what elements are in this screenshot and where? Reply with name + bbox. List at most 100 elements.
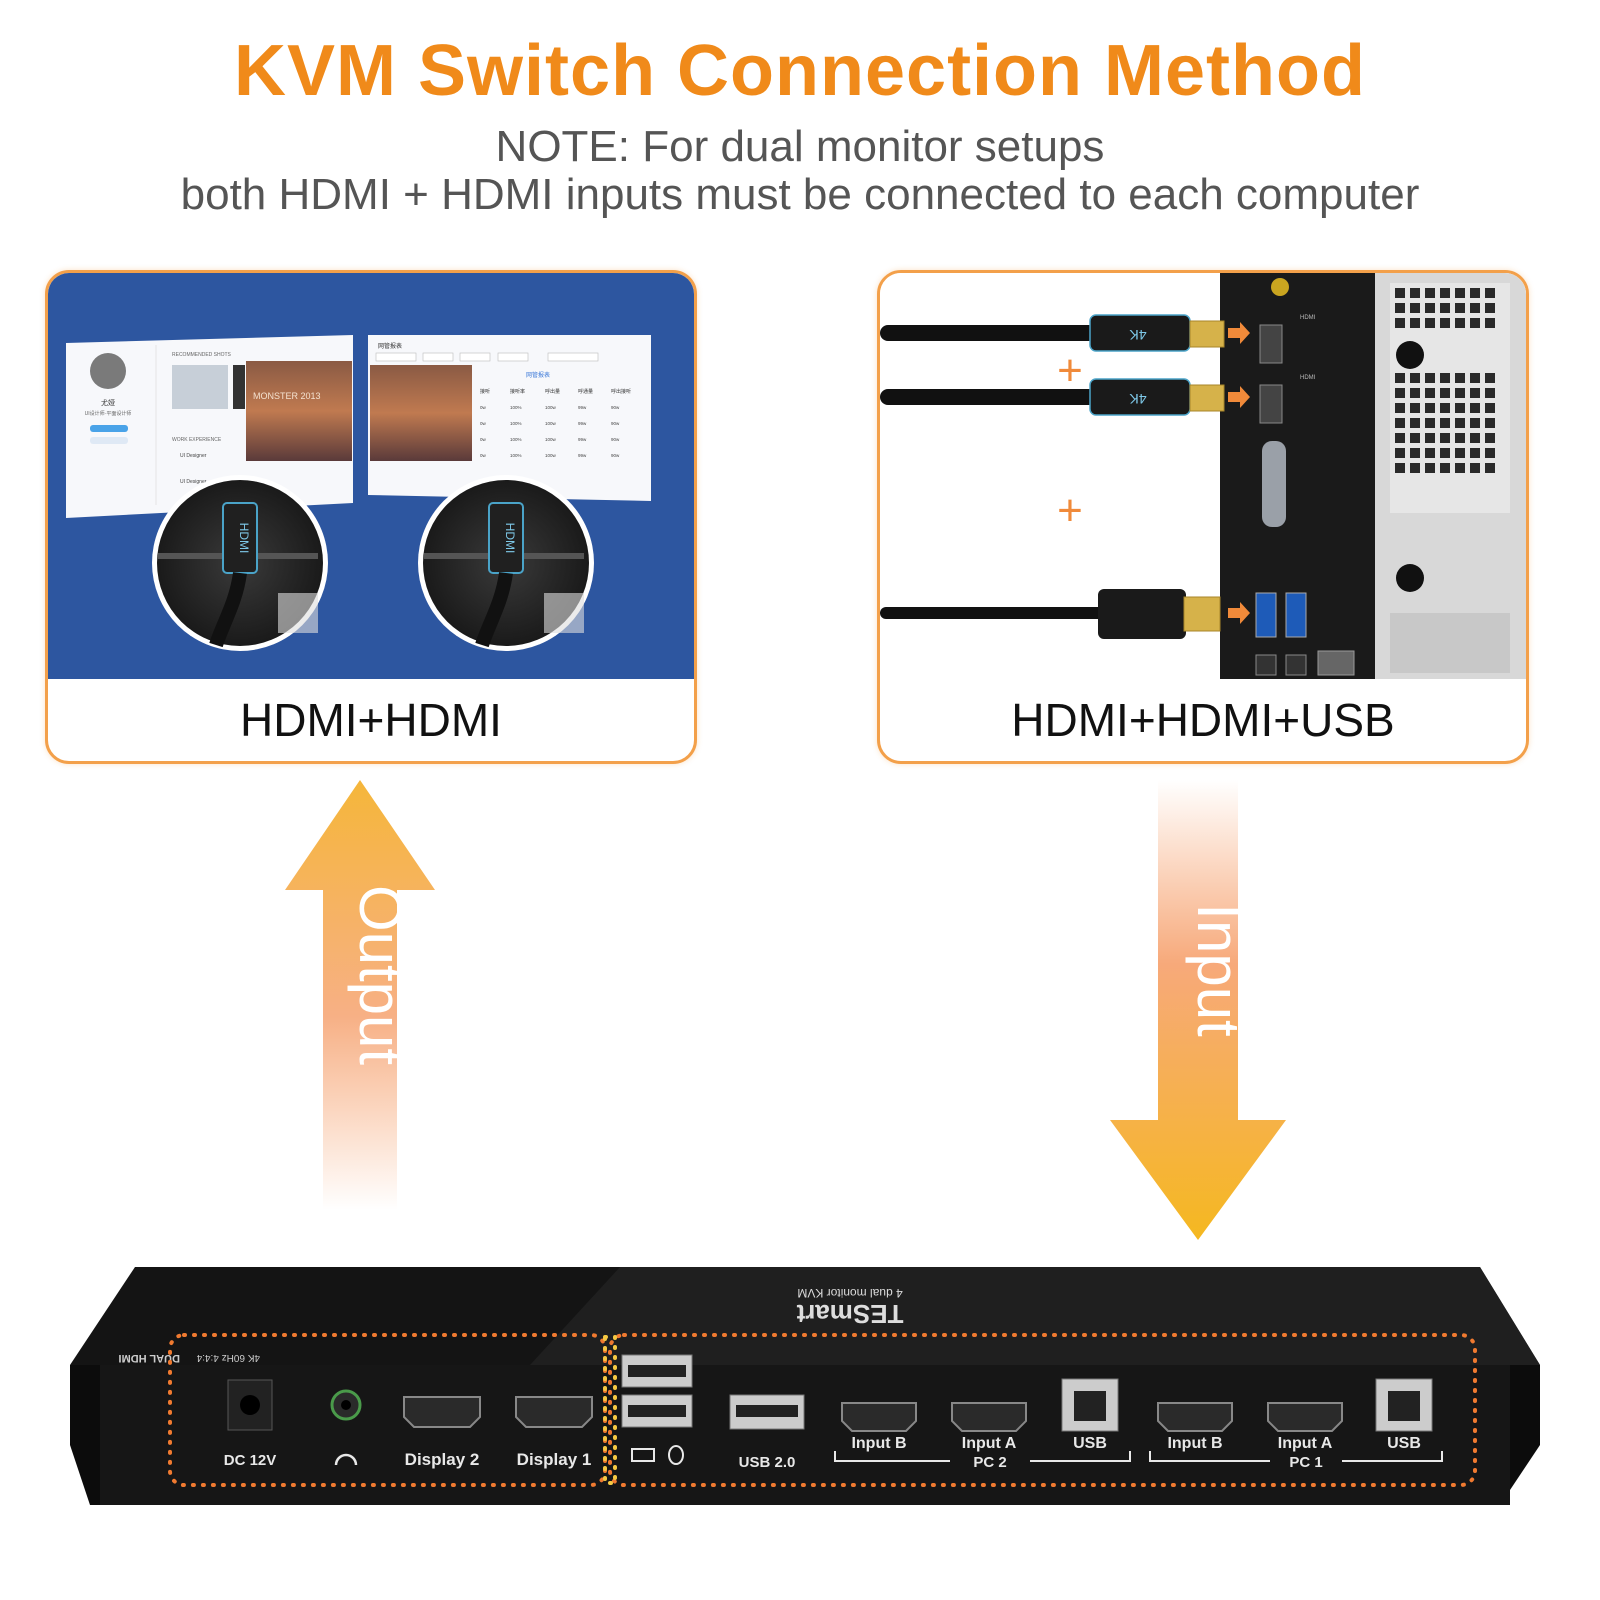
table-cell: 0w xyxy=(480,405,487,410)
table-cell: 100w xyxy=(545,453,557,458)
table-cell: 100% xyxy=(510,421,522,426)
note-line-2: both HDMI + HDMI inputs must be connecte… xyxy=(180,170,1420,219)
profile-role: UI设计师·平面设计师 xyxy=(85,410,132,417)
port-label-usb-pc1: USB xyxy=(1387,1435,1421,1452)
mouse-icon xyxy=(668,1445,684,1465)
table-cell: 99w xyxy=(578,405,587,410)
output-arrow-label: Output xyxy=(347,885,414,1065)
usb3-port-1 xyxy=(1255,592,1277,638)
pc1-group-bracket: PC 1 xyxy=(1149,1451,1443,1471)
usb3-port-2 xyxy=(1285,592,1307,638)
port-label-usb2: USB 2.0 xyxy=(739,1454,796,1471)
insert-arrow-icon xyxy=(1228,322,1250,344)
vent-holes xyxy=(1395,288,1495,473)
port-label-display-1: Display 1 xyxy=(517,1450,592,1469)
plug-label: 4K xyxy=(1129,391,1147,407)
hdmi-cable-magnifier-left: HDMI xyxy=(152,475,328,651)
section-work: WORK EXPERIENCE xyxy=(172,437,222,443)
work-item-1: UI Designer xyxy=(180,453,207,459)
serial-port xyxy=(1262,441,1286,527)
thumb-screw xyxy=(1396,564,1424,592)
col-header: 接听 xyxy=(480,388,490,395)
table-cell: 0w xyxy=(480,421,487,426)
port-label-display-2: Display 2 xyxy=(405,1450,480,1469)
input-arrow-label: Input xyxy=(1185,903,1252,1037)
insert-arrow-icon xyxy=(1228,386,1250,408)
table-cell: 90w xyxy=(611,453,620,458)
dc-power-port: DC 12V xyxy=(224,1379,277,1469)
table-cell: 100w xyxy=(545,437,557,442)
hdmi-port-2: HDMI xyxy=(1259,375,1316,424)
message-button xyxy=(90,437,128,444)
hdmi-cable-magnifier-right: HDMI xyxy=(418,475,594,651)
group-label-pc2: PC 2 xyxy=(973,1454,1006,1471)
usb-cable xyxy=(880,589,1221,639)
table-cell: 90w xyxy=(611,421,620,426)
plus-sign: + xyxy=(1057,486,1083,535)
pc2-hdmi-input-b: Input B xyxy=(841,1402,917,1452)
table-cell: 100% xyxy=(510,453,522,458)
hdmi-output-display-1: Display 1 xyxy=(515,1396,593,1469)
col-header: 呼出量 xyxy=(545,388,560,395)
table-cell: 90w xyxy=(611,437,620,442)
brand-subtitle: 4 dual monitor KVM xyxy=(797,1286,902,1300)
hdmi-output-display-2: Display 2 xyxy=(403,1396,481,1469)
avatar xyxy=(90,353,126,389)
input-ports-region xyxy=(608,1333,1477,1487)
dual-monitor-illustration: 尤娅 UI设计师·平面设计师 RECOMMENDED SHOTS WORK EX… xyxy=(48,273,694,679)
kvm-switch-device: TESmart 4 dual monitor KVM DUAL HDMI 4K … xyxy=(70,1267,1540,1505)
insert-arrow-icon xyxy=(1228,602,1250,624)
table-cell: 100% xyxy=(510,405,522,410)
table-cell: 100w xyxy=(545,405,557,410)
port-label-input-b-pc1: Input B xyxy=(1167,1435,1222,1452)
shot-phone xyxy=(233,365,245,409)
table-cell: 90w xyxy=(611,405,620,410)
profile-name: 尤娅 xyxy=(101,398,115,407)
pc1-hdmi-input-a: Input A xyxy=(1267,1402,1343,1452)
group-label-pc1: PC 1 xyxy=(1289,1454,1322,1471)
note-line-1: NOTE: For dual monitor setups xyxy=(495,122,1105,171)
pc-rear-illustration: HDMI HDMI 4K 4K xyxy=(880,273,1526,679)
table-cell: 100w xyxy=(545,421,557,426)
port-label-input-a-pc1: Input A xyxy=(1278,1435,1333,1452)
follow-button xyxy=(90,425,128,432)
pc2-hdmi-input-a: Input A xyxy=(951,1402,1027,1452)
table-body: 0w 100% 100w 99w 90w 0w 100% 100w 99w 90… xyxy=(480,405,620,458)
brand-logo: TESmart xyxy=(796,1299,903,1329)
table-cell: 0w xyxy=(480,453,487,458)
hdmi-cable-2: 4K xyxy=(880,378,1225,416)
keyboard-icon xyxy=(631,1448,655,1462)
port-label-dc: DC 12V xyxy=(224,1452,277,1469)
hdmi-cable-text: HDMI xyxy=(503,523,517,554)
pc1-usb-b-port: USB xyxy=(1375,1378,1433,1452)
panel-label-hdmi-hdmi: HDMI+HDMI xyxy=(240,694,502,746)
usb-2-port: USB 2.0 xyxy=(729,1394,805,1471)
table-cell: 99w xyxy=(578,421,587,426)
col-header: 呼出接听 xyxy=(611,388,631,395)
shot-map xyxy=(172,365,228,409)
sunset-photo-2 xyxy=(370,365,472,461)
work-item-2: UI Designer xyxy=(180,479,207,485)
table-header: 接听 接听率 呼出量 呼通量 呼出接听 xyxy=(480,388,631,395)
table-cell: 99w xyxy=(578,437,587,442)
plus-sign: + xyxy=(1057,346,1083,395)
output-arrow: Output xyxy=(285,780,435,1210)
section-recommended: RECOMMENDED SHOTS xyxy=(172,352,232,358)
side-label-2: 4K 60Hz 4:4:4 xyxy=(196,1352,260,1363)
audio-jack xyxy=(330,1389,362,1466)
hdmi-cable-1: 4K xyxy=(880,314,1225,352)
col-header: 呼通量 xyxy=(578,388,593,395)
headphone-icon xyxy=(334,1453,358,1466)
keyboard-mouse-usb-ports xyxy=(621,1354,693,1465)
page-title: KVM Switch Connection Method xyxy=(234,31,1366,111)
panel-label-hdmi-hdmi-usb: HDMI+HDMI+USB xyxy=(1011,694,1395,746)
table-cell: 100% xyxy=(510,437,522,442)
hdmi-hdmi-panel: 尤娅 UI设计师·平面设计师 RECOMMENDED SHOTS WORK EX… xyxy=(45,270,697,764)
port-label-input-b-pc2: Input B xyxy=(851,1435,906,1452)
audio-port xyxy=(1271,278,1289,296)
port-label: HDMI xyxy=(1300,375,1316,381)
pc2-usb-b-port: USB xyxy=(1061,1378,1119,1452)
port-label: HDMI xyxy=(1300,315,1316,321)
hdmi-cable-text: HDMI xyxy=(237,523,251,554)
pc2-group-bracket: PC 2 xyxy=(834,1451,1131,1471)
